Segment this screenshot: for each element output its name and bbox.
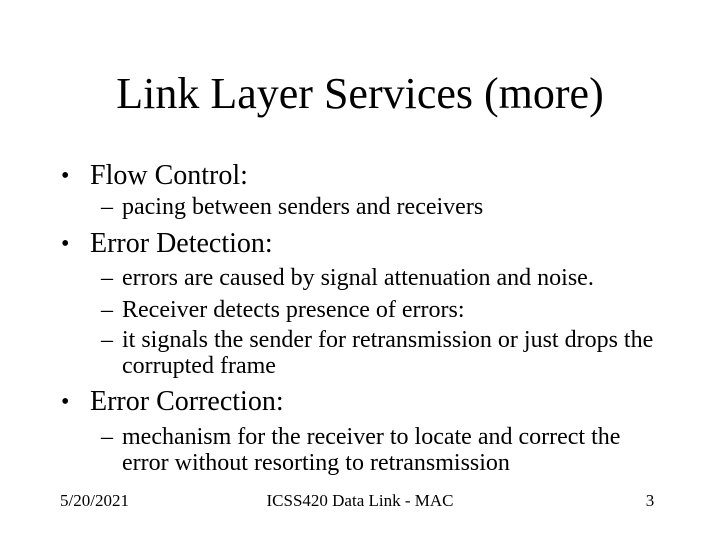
footer-page-number: 3 — [645, 491, 655, 510]
bullet-label: Flow Control: — [90, 160, 248, 191]
bullet-label: Error Detection: — [90, 228, 273, 259]
dash-icon: – — [101, 194, 113, 220]
bullet-icon: • — [61, 389, 70, 415]
sub-bullet-text: errors are caused by signal attenuation … — [122, 265, 594, 291]
sub-bullet-text: it signals the sender for retransmission… — [122, 327, 654, 379]
sub-bullet-text: Receiver detects presence of errors: — [122, 297, 465, 323]
footer-course-title: ICSS420 Data Link - MAC — [266, 491, 454, 510]
dash-icon: – — [101, 424, 113, 450]
dash-icon: – — [101, 265, 113, 291]
sub-bullet-text: pacing between senders and receivers — [122, 194, 484, 220]
footer-date: 5/20/2021 — [60, 491, 129, 510]
dash-icon: – — [101, 297, 113, 323]
bullet-icon: • — [61, 231, 70, 257]
bullet-label: Error Correction: — [90, 386, 284, 417]
bullet-icon: • — [61, 163, 70, 189]
dash-icon: – — [101, 327, 113, 353]
sub-bullet-text: mechanism for the receiver to locate and… — [122, 424, 621, 476]
slide-title: Link Layer Services (more) — [116, 69, 604, 118]
